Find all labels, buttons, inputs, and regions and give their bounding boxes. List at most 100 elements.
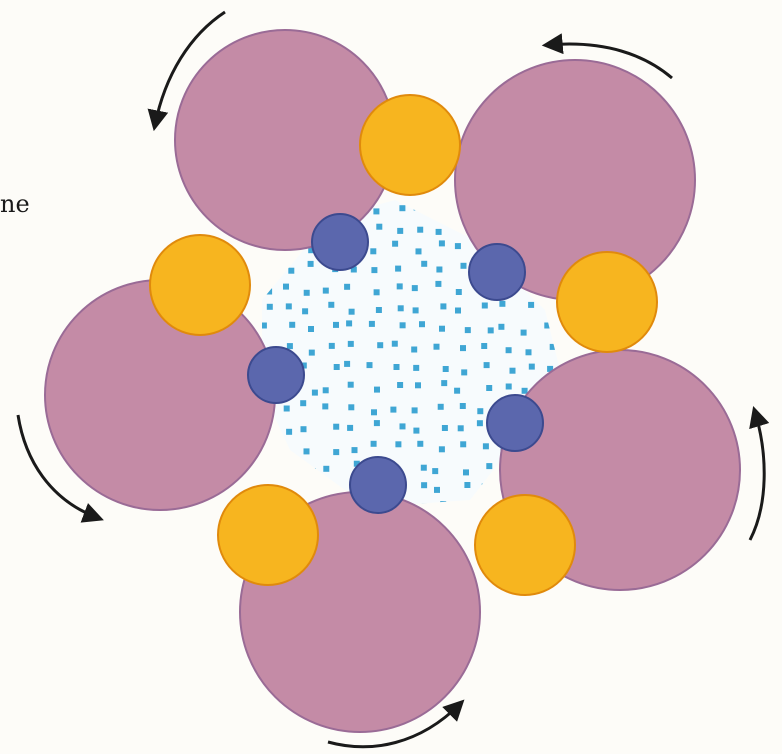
central-dot — [373, 208, 379, 214]
central-dot — [486, 385, 492, 391]
central-dot — [412, 285, 418, 291]
central-dot — [287, 343, 293, 349]
central-dot — [440, 303, 446, 309]
central-dot — [443, 366, 449, 372]
central-dot — [460, 403, 466, 409]
central-dot — [282, 449, 288, 455]
central-dot — [460, 345, 466, 351]
yellow-subunit — [475, 495, 575, 595]
central-dot — [370, 248, 376, 254]
central-dot — [522, 388, 528, 394]
central-dot — [399, 205, 405, 211]
central-dot — [374, 387, 380, 393]
central-dot — [434, 344, 440, 350]
central-dot — [323, 288, 329, 294]
central-dot — [455, 505, 461, 511]
central-dot — [412, 407, 418, 413]
central-dot — [484, 362, 490, 368]
central-dot — [528, 302, 534, 308]
central-dot — [346, 320, 352, 326]
central-dot — [323, 387, 329, 393]
central-dot — [344, 284, 350, 290]
central-dot — [419, 321, 425, 327]
yellow-subunit — [557, 252, 657, 352]
central-dot — [267, 304, 273, 310]
central-dot — [281, 468, 287, 474]
central-dot — [395, 441, 401, 447]
central-dot — [333, 449, 339, 455]
central-dot — [421, 261, 427, 267]
central-dot — [482, 303, 488, 309]
central-dot — [308, 261, 314, 267]
central-dot — [441, 380, 447, 386]
central-dot — [262, 249, 268, 255]
central-dot — [435, 281, 441, 287]
central-dot — [376, 224, 382, 230]
central-dot — [455, 308, 461, 314]
central-dot — [266, 289, 272, 295]
central-dot — [348, 404, 354, 410]
central-dot — [521, 330, 527, 336]
central-dot — [550, 344, 556, 350]
central-dot — [347, 425, 353, 431]
central-dot — [461, 369, 467, 375]
central-dot — [261, 323, 267, 329]
central-dot — [308, 326, 314, 332]
central-dot — [461, 263, 467, 269]
central-dot — [323, 487, 329, 493]
central-dot — [436, 229, 442, 235]
yellow-subunit — [218, 485, 318, 585]
central-dot — [333, 424, 339, 430]
central-dot — [442, 425, 448, 431]
rotation-arrow-right — [750, 412, 764, 540]
central-dot — [456, 289, 462, 295]
central-dot — [439, 240, 445, 246]
central-dot — [283, 284, 289, 290]
central-dot — [300, 400, 306, 406]
central-dot — [465, 327, 471, 333]
central-dot — [367, 362, 373, 368]
central-dot — [526, 349, 532, 355]
central-dot — [397, 382, 403, 388]
central-dot — [481, 343, 487, 349]
central-dot — [463, 469, 469, 475]
central-dot — [413, 365, 419, 371]
blue-subunit — [248, 347, 304, 403]
central-dot — [392, 241, 398, 247]
central-dot — [371, 409, 377, 415]
central-dot — [334, 364, 340, 370]
label-fragment-text: ne — [0, 190, 30, 218]
blue-subunit — [487, 395, 543, 451]
central-dot — [323, 466, 329, 472]
central-dot — [464, 482, 470, 488]
central-dot — [400, 322, 406, 328]
central-dot — [328, 302, 334, 308]
central-dot — [414, 205, 420, 211]
central-dot — [369, 321, 375, 327]
central-dot — [374, 289, 380, 295]
central-dot — [286, 303, 292, 309]
central-dot — [397, 228, 403, 234]
central-dot — [374, 420, 380, 426]
central-dot — [263, 461, 269, 467]
central-dot — [349, 309, 355, 315]
central-dot — [348, 341, 354, 347]
central-dot — [483, 443, 489, 449]
central-dot — [268, 261, 274, 267]
central-dot — [348, 382, 354, 388]
central-dot — [436, 267, 442, 273]
central-dot — [288, 268, 294, 274]
central-dot — [486, 463, 492, 469]
central-dot — [477, 408, 483, 414]
central-dot — [376, 307, 382, 313]
central-dot — [439, 446, 445, 452]
central-dot — [498, 324, 504, 330]
central-dot — [284, 406, 290, 412]
central-dot — [302, 308, 308, 314]
central-dot — [455, 243, 461, 249]
blue-subunit — [350, 457, 406, 513]
central-dot — [371, 441, 377, 447]
central-dot — [310, 468, 316, 474]
central-dot — [440, 501, 446, 507]
